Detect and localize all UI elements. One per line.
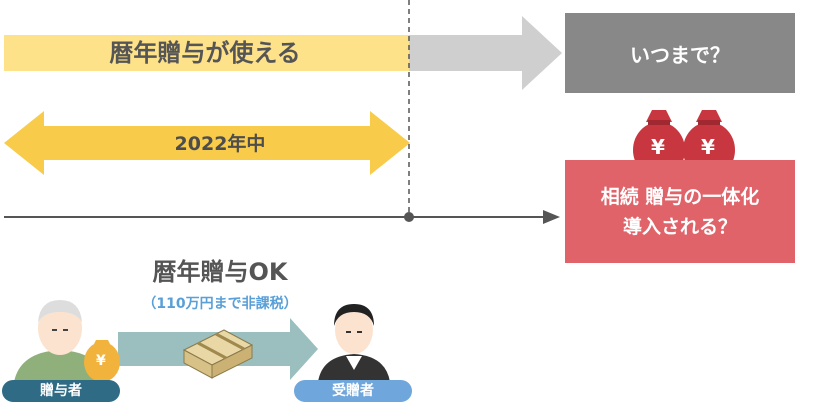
integration-question-line-1: 相続 贈与の一体化 (600, 185, 760, 208)
tax-free-note: （110万円まで非課税） (142, 296, 298, 312)
integration-question-box: 相続 贈与の一体化 導入される？ (565, 160, 795, 263)
money-bag-icon (84, 340, 120, 382)
money-bag-symbol: ¥ (96, 353, 106, 369)
future-period-arrow (409, 16, 562, 90)
current-year-double-arrow (4, 111, 410, 175)
usable-period-bar (4, 35, 409, 71)
now-marker-dot (404, 212, 414, 222)
integration-question-line-2: 導入される？ (622, 215, 737, 238)
money-bag-symbol: ¥ (651, 135, 665, 159)
receiver-icon (318, 304, 390, 382)
elderly-giver-icon (14, 300, 106, 382)
timeline-arrowhead (543, 210, 560, 224)
current-year-label: 2022年中 (174, 133, 266, 155)
usable-period-label: 暦年贈与が使える (109, 39, 301, 67)
until-when-box: いつまで？ (565, 13, 795, 93)
giver-tag: 贈与者 (2, 380, 120, 402)
cash-stack-icon (182, 329, 254, 379)
money-bag-symbol: ¥ (701, 135, 715, 159)
until-when-label: いつまで？ (630, 42, 730, 67)
receiver-tag: 受贈者 (294, 380, 412, 402)
gift-ok-title: 暦年贈与OK (152, 258, 288, 286)
